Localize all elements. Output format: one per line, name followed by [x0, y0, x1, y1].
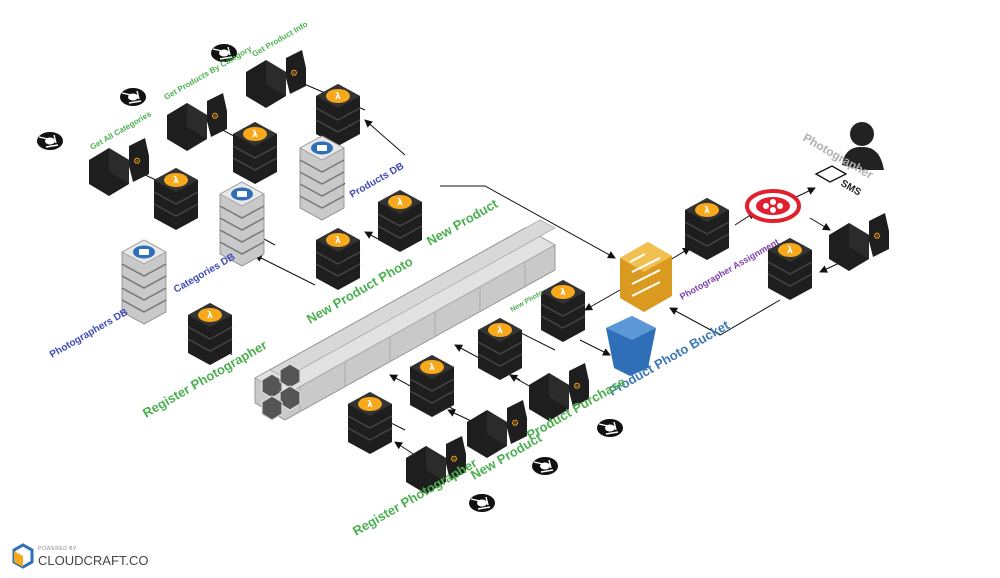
sns-topic	[745, 189, 801, 223]
browser-icon-get-products	[119, 87, 147, 107]
browser-icon-product-purchase	[596, 418, 624, 438]
brand-name: CLOUDCRAFT.CO	[38, 553, 149, 568]
s3-bucket	[606, 316, 656, 376]
lambda-get-all-categories	[153, 167, 199, 231]
apigw-get-products-by-category	[167, 93, 227, 151]
dynamodb-products	[299, 135, 345, 221]
cloudcraft-logo-icon	[12, 543, 34, 569]
lambda-new-product-photo	[315, 227, 361, 291]
browser-icon-get-categories	[36, 131, 64, 151]
apigw-photographer-callback	[829, 213, 889, 271]
lambda-photographer-assignment	[684, 197, 730, 261]
lambda-new-photo	[540, 279, 586, 343]
lambda-get-products-by-category	[232, 121, 278, 185]
lambda-new-product-stream	[409, 354, 455, 418]
label-get-products-by-category: Get Products By Category	[163, 44, 254, 102]
phone-icon	[814, 165, 848, 183]
lambda-new-product	[377, 189, 423, 253]
kinesis-stream	[254, 219, 556, 421]
lambda-register-stream	[347, 391, 393, 455]
photographer-person-icon	[842, 122, 884, 170]
step-functions	[620, 242, 672, 312]
browser-icon-register-photographer	[468, 493, 496, 513]
label-new-product-top: New Product	[424, 196, 501, 249]
lambda-register-photographer	[187, 302, 233, 366]
label-sms: SMS	[839, 178, 864, 199]
lambda-product-purchase	[477, 317, 523, 381]
dynamodb-categories	[219, 181, 265, 267]
cloudcraft-brand	[12, 542, 34, 570]
dynamodb-photographers	[121, 239, 167, 325]
label-photographers-db: Photographers DB	[48, 307, 130, 361]
label-new-photo: New Photo	[510, 290, 545, 314]
brand-powered-by: POWERED BY	[38, 546, 77, 552]
label-categories-db: Categories DB	[172, 252, 237, 296]
browser-icon-new-product	[531, 456, 559, 476]
